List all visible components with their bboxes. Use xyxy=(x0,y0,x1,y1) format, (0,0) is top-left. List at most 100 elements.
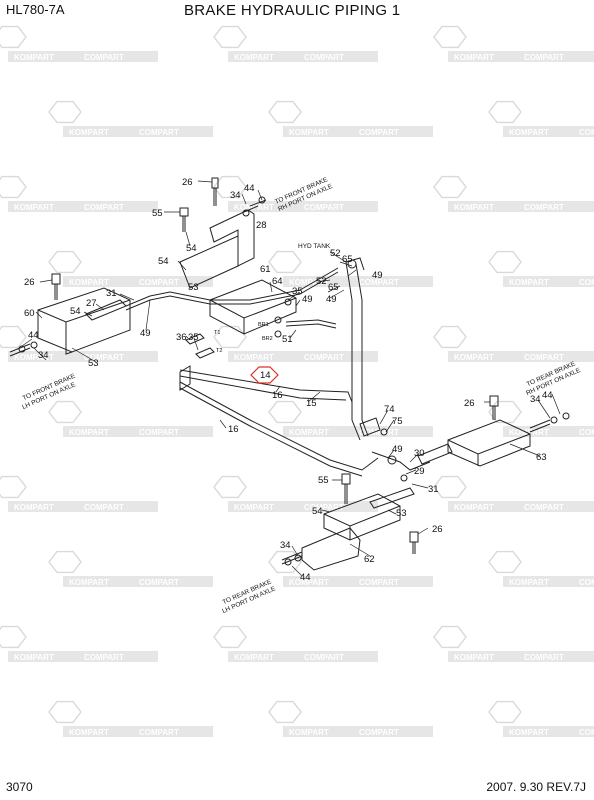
bracket-left-inner xyxy=(37,299,131,323)
callout-44: 44 xyxy=(542,390,553,401)
watermark-text: COMPART xyxy=(139,428,179,437)
watermark-band: KOMPART COMPART xyxy=(448,651,594,662)
bracket-left xyxy=(37,287,131,353)
watermark-logo xyxy=(213,325,247,349)
watermark-text: COMPART xyxy=(304,653,344,662)
watermark-text: KOMPART xyxy=(509,428,549,437)
callout-36: 36 xyxy=(176,332,187,343)
watermark-logo xyxy=(213,25,247,49)
watermark-logo xyxy=(48,400,82,424)
bracket-upper-plate xyxy=(179,235,239,289)
watermark-text: COMPART xyxy=(524,353,564,362)
callout-53: 53 xyxy=(88,358,99,369)
label-t1: T1 xyxy=(214,330,220,336)
watermark-text: COMPART xyxy=(359,128,399,137)
revision-date: 2007. 9.30 REV.7J xyxy=(486,780,586,794)
fitting-left xyxy=(9,343,31,357)
watermark-logo xyxy=(433,325,467,349)
watermark-text: KOMPART xyxy=(289,278,329,287)
watermark-logo xyxy=(268,700,302,724)
callout-75: 75 xyxy=(392,416,403,427)
label-t2: T2 xyxy=(216,348,222,354)
watermark-logo xyxy=(48,550,82,574)
callout-63: 63 xyxy=(536,452,547,463)
callout-34: 34 xyxy=(280,540,291,551)
watermark-logo xyxy=(48,700,82,724)
watermark-logo xyxy=(488,550,522,574)
port-labels: T1 T2 BR1 BR2 HYD TANK xyxy=(214,243,331,354)
watermark-logo xyxy=(433,475,467,499)
label-br2: BR2 xyxy=(262,336,273,342)
page-title: BRAKE HYDRAULIC PIPING 1 xyxy=(184,2,401,19)
fitting-35 xyxy=(195,347,215,359)
callout-29: 29 xyxy=(414,466,425,477)
watermark-text: COMPART xyxy=(579,128,594,137)
callout-52: 52 xyxy=(330,248,341,259)
watermark-text: KOMPART xyxy=(289,578,329,587)
label-br1: BR1 xyxy=(258,322,269,328)
watermark-text: KOMPART xyxy=(289,128,329,137)
callout-26: 26 xyxy=(24,277,35,288)
label-hyd-tank: HYD TANK xyxy=(298,243,331,250)
callout-44: 44 xyxy=(244,183,255,194)
watermark-text: KOMPART xyxy=(234,503,274,512)
callout-34: 34 xyxy=(38,350,49,361)
watermark-band: KOMPART COMPART xyxy=(448,351,594,362)
watermark-text: KOMPART xyxy=(509,578,549,587)
watermark-band: KOMPART COMPART xyxy=(283,126,433,137)
callout-51: 51 xyxy=(282,334,293,345)
watermark-text: KOMPART xyxy=(14,53,54,62)
callout-54: 54 xyxy=(70,306,81,317)
highlight-hexagon xyxy=(250,366,279,384)
callout-61: 61 xyxy=(260,264,271,275)
watermark-logo xyxy=(213,625,247,649)
watermark-text: COMPART xyxy=(84,353,124,362)
watermark-logo xyxy=(488,400,522,424)
callout-31: 31 xyxy=(428,484,439,495)
callout-65: 65 xyxy=(342,254,353,265)
watermark-text: KOMPART xyxy=(454,353,494,362)
callout-54: 54 xyxy=(158,256,169,267)
watermark-logo xyxy=(0,25,27,49)
watermark-band: KOMPART COMPART xyxy=(283,276,433,287)
hose-16a xyxy=(179,375,347,401)
bracket-upper-bolt xyxy=(243,205,259,213)
callout-49: 49 xyxy=(140,328,151,339)
callout-34: 34 xyxy=(530,394,541,405)
watermark-logo xyxy=(0,475,27,499)
callout-53: 53 xyxy=(396,508,407,519)
leader-lines xyxy=(21,180,561,577)
watermark-text: COMPART xyxy=(524,503,564,512)
watermark-text: COMPART xyxy=(84,653,124,662)
callout-53: 53 xyxy=(188,282,199,293)
watermark-text: KOMPART xyxy=(454,653,494,662)
callout-55: 55 xyxy=(318,475,329,486)
watermark-logo xyxy=(0,325,27,349)
watermark-text: COMPART xyxy=(359,728,399,737)
watermark-logo xyxy=(268,250,302,274)
callout-30: 30 xyxy=(414,448,425,459)
watermark-text: COMPART xyxy=(524,653,564,662)
watermark-text: KOMPART xyxy=(69,578,109,587)
watermark-text: COMPART xyxy=(359,278,399,287)
callout-44: 44 xyxy=(28,330,39,341)
watermark-logo xyxy=(268,400,302,424)
watermark-text: COMPART xyxy=(524,53,564,62)
watermark-text: KOMPART xyxy=(509,128,549,137)
callout-16: 16 xyxy=(228,424,239,435)
watermark-logo xyxy=(0,175,27,199)
stud-26-lower xyxy=(409,531,419,554)
watermark-text: COMPART xyxy=(304,353,344,362)
watermark-text: KOMPART xyxy=(69,278,109,287)
